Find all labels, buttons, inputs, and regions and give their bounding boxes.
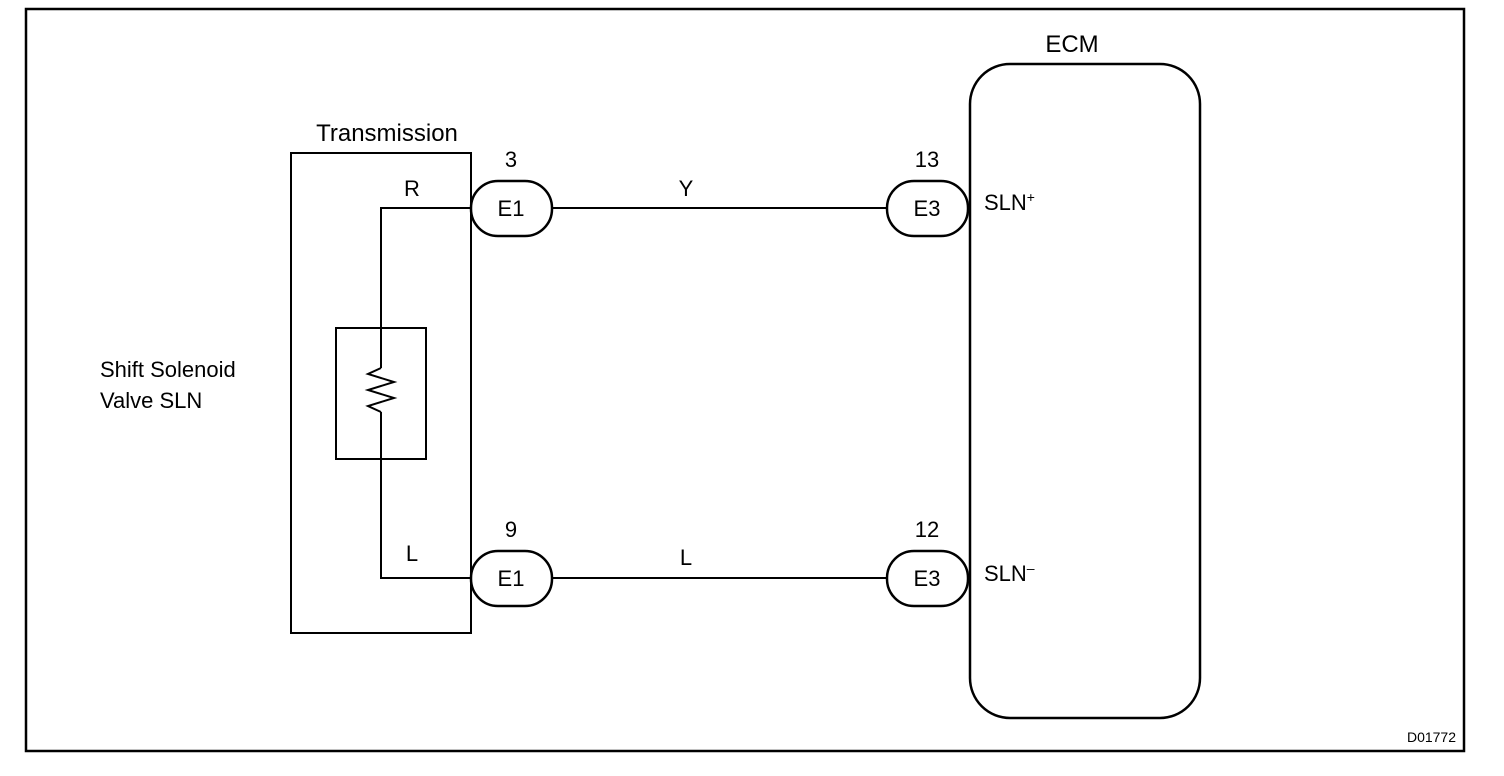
pin-top-left: 3 [505, 147, 517, 172]
wire-color-top: Y [679, 176, 694, 201]
solenoid-label-line1: Shift Solenoid [100, 357, 236, 382]
ecm-label: ECM [1045, 31, 1098, 58]
solenoid-label-line2: Valve SLN [100, 388, 202, 413]
figure-id: D01772 [1407, 729, 1456, 745]
connector-top-left [469, 179, 554, 238]
ecm-terminal-bottom-name: SLN [984, 561, 1027, 586]
internal-wire-bottom [380, 412, 473, 579]
connector-bottom-left-code: E1 [498, 566, 525, 591]
ecm-terminal-bottom-sign: – [1027, 560, 1035, 576]
ecm-terminal-top-name: SLN [984, 190, 1027, 215]
connector-top-right-code: E3 [914, 196, 941, 221]
ecm-terminal-bottom: SLN– [984, 560, 1035, 586]
connector-bottom-right-code: E3 [914, 566, 941, 591]
connector-top-left-code: E1 [498, 196, 525, 221]
transmission-label: Transmission [316, 120, 458, 147]
pin-bottom-right: 12 [915, 517, 939, 542]
pin-top-right: 13 [915, 147, 939, 172]
internal-wire-color-bottom: L [406, 541, 418, 566]
ecm-terminal-top-sign: + [1027, 189, 1035, 205]
connector-bottom-left [469, 549, 554, 608]
connector-top-right [885, 179, 970, 238]
ecm-box [968, 62, 1202, 720]
internal-wire-top [380, 207, 473, 368]
ecm-terminal-top: SLN+ [984, 189, 1035, 215]
wire-color-bottom: L [680, 545, 692, 570]
diagram-frame [24, 7, 1466, 753]
internal-wire-color-top: R [404, 176, 420, 201]
connector-bottom-right [885, 549, 970, 608]
solenoid-coil-symbol [364, 367, 398, 413]
transmission-box [290, 152, 472, 634]
pin-bottom-left: 9 [505, 517, 517, 542]
